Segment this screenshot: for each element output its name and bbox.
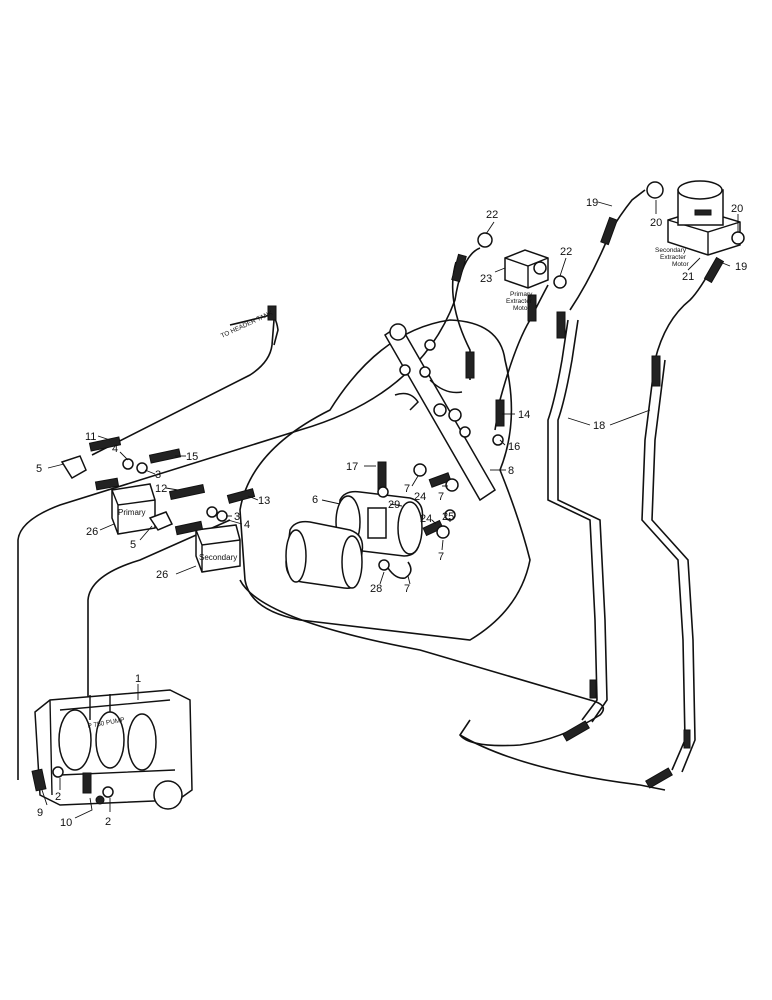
secondary-motor-label-3: Motor	[672, 261, 689, 268]
callout-7-b: 7	[438, 491, 444, 503]
callout-7-a: 7	[404, 483, 410, 495]
accumulator-assembly	[285, 461, 424, 589]
callout-1: 1	[135, 673, 141, 685]
callout-16: 16	[508, 441, 520, 453]
callout-7-c: 7	[438, 551, 444, 563]
secondary-block-label: Secondary	[199, 553, 237, 562]
secondary-motor-label-1: Secondary	[655, 247, 687, 254]
callout-29: 29	[388, 499, 400, 511]
callout-24-lower: 24	[420, 513, 432, 525]
callout-20-right: 20	[731, 203, 743, 215]
callout-14: 14	[518, 409, 530, 421]
callout-11: 11	[85, 431, 96, 443]
secondary-motor-label-2: Extracter	[660, 254, 687, 261]
callout-22-left: 22	[486, 209, 498, 221]
callout-13: 13	[258, 495, 270, 507]
header-tank-label: TO HEADER TANK	[220, 309, 275, 339]
callout-12: 12	[155, 483, 167, 495]
callout-8: 8	[508, 465, 514, 477]
callout-25: 25	[442, 511, 454, 523]
primary-motor-label-2: Extracter	[506, 298, 533, 305]
primary-motor-label-1: Primary	[510, 291, 533, 298]
hose-ends	[451, 216, 725, 789]
callout-24-upper: 24	[414, 491, 426, 503]
callout-2-right: 2	[105, 816, 111, 828]
primary-extracter-motor: Primary Extracter Motor	[477, 232, 567, 312]
callout-2-left: 2	[55, 791, 61, 803]
callout-18: 18	[593, 420, 605, 432]
primary-valve-block: Primary	[111, 483, 156, 535]
callout-3-lower: 3	[234, 511, 240, 523]
callout-20-left: 20	[650, 217, 662, 229]
callout-3-upper: 3	[155, 469, 161, 481]
callout-15: 15	[186, 451, 198, 463]
callout-17: 17	[346, 461, 358, 473]
callout-19-left: 19	[586, 197, 598, 209]
callout-5-upper: 5	[36, 463, 42, 475]
callout-9: 9	[37, 807, 43, 819]
callout-21: 21	[682, 271, 694, 283]
pump: P 750 PUMP	[34, 689, 193, 810]
callout-7-d: 7	[404, 583, 410, 595]
small-fittings	[378, 463, 459, 580]
callout-26-primary: 26	[86, 526, 98, 538]
callout-23: 23	[480, 273, 492, 285]
callout-4-upper: 4	[112, 443, 118, 455]
manifold-bar	[383, 323, 497, 502]
primary-block-label: Primary	[118, 508, 146, 517]
callout-4-lower: 4	[244, 519, 250, 531]
callout-19-right: 19	[735, 261, 747, 273]
primary-motor-label-3: Motor	[513, 305, 530, 312]
secondary-valve-block: Secondary	[195, 524, 241, 573]
callout-28: 28	[370, 583, 382, 595]
callout-22-right: 22	[560, 246, 572, 258]
callout-10: 10	[60, 817, 72, 829]
callout-26-secondary: 26	[156, 569, 168, 581]
callout-labels: 1 2 2 9 10 11 5 4 3 15 12 13 26 5 3 4 26…	[36, 197, 747, 829]
callout-6: 6	[312, 494, 318, 506]
leader-lines	[41, 200, 739, 819]
callout-5-lower: 5	[130, 539, 136, 551]
